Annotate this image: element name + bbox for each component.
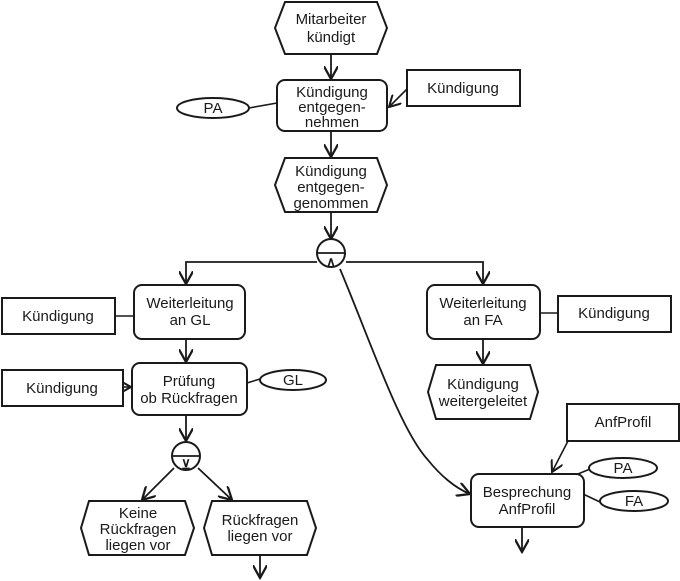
event-mitarbeiter-kuendigt[interactable]: Mitarbeiter kündigt — [273, 0, 389, 55]
function-label: Weiterleitung — [439, 295, 526, 312]
event-label: Kündigung — [447, 376, 519, 393]
xor-operator-icon: ⊻ — [181, 457, 191, 472]
document-label: AnfProfil — [595, 414, 652, 431]
function-label: Weiterleitung — [146, 295, 233, 312]
document-kuendigung-3[interactable]: Kündigung — [1, 369, 124, 407]
event-label: Mitarbeiter — [296, 11, 367, 28]
org-unit-label: PA — [204, 100, 223, 117]
event-label: Rückfragen — [222, 512, 299, 529]
assoc-doc5 — [552, 440, 569, 472]
function-pruefung-rueckfragen[interactable]: Prüfung ob Rückfragen — [131, 362, 248, 416]
event-label: weitergeleitet — [438, 393, 528, 410]
event-label: Kündigung — [295, 163, 367, 180]
function-label: AnfProfil — [499, 501, 556, 518]
edge-and-to-gl — [186, 261, 317, 284]
function-label: Kündigung — [296, 84, 368, 101]
assoc-pa1 — [248, 102, 278, 109]
function-kuendigung-entgegennehmen[interactable]: Kündigung entgegen- nehmen — [276, 79, 388, 132]
event-label: Keine — [119, 505, 157, 522]
edge-and-to-besprechung — [339, 268, 470, 494]
document-kuendigung-1[interactable]: Kündigung — [406, 69, 521, 107]
and-operator-icon: ∧ — [326, 254, 336, 269]
org-unit-gl[interactable]: GL — [259, 369, 327, 391]
function-label: nehmen — [305, 114, 359, 131]
document-anfprofil[interactable]: AnfProfil — [566, 403, 680, 442]
document-label: Kündigung — [22, 308, 94, 325]
event-label: kündigt — [307, 29, 356, 46]
event-keine-rueckfragen[interactable]: Keine Rückfragen liegen vor — [79, 500, 196, 556]
function-label: entgegen- — [298, 99, 366, 116]
assoc-doc1 — [389, 88, 408, 107]
event-rueckfragen-liegen-vor[interactable]: Rückfragen liegen vor — [202, 500, 318, 556]
document-label: Kündigung — [26, 380, 98, 397]
function-weiterleitung-gl[interactable]: Weiterleitung an GL — [133, 284, 246, 340]
document-kuendigung-4[interactable]: Kündigung — [557, 295, 672, 333]
org-unit-pa-1[interactable]: PA — [176, 97, 250, 119]
org-unit-label: FA — [625, 493, 643, 510]
assoc-pa2 — [577, 468, 591, 475]
assoc-gl — [246, 378, 261, 384]
document-label: Kündigung — [427, 80, 499, 97]
event-label: entgegen- — [297, 179, 365, 196]
event-kuendigung-weitergeleitet[interactable]: Kündigung weitergeleitet — [426, 364, 540, 420]
document-kuendigung-2[interactable]: Kündigung — [1, 297, 116, 335]
edge-and-to-fa — [346, 261, 483, 284]
org-unit-pa-2[interactable]: PA — [588, 457, 658, 479]
edge-xor-to-rueckfragen — [197, 467, 232, 500]
event-label: Rückfragen — [100, 521, 177, 538]
event-label: liegen vor — [227, 528, 292, 545]
connector-xor[interactable]: ⊻ — [171, 441, 201, 472]
function-label: Besprechung — [483, 484, 571, 501]
function-label: Prüfung — [163, 373, 216, 390]
edge-xor-to-keine — [142, 467, 175, 500]
org-unit-fa[interactable]: FA — [599, 490, 669, 512]
org-unit-label: PA — [614, 460, 633, 477]
function-weiterleitung-fa[interactable]: Weiterleitung an FA — [426, 284, 541, 340]
function-label: ob Rückfragen — [140, 390, 238, 407]
function-label: an FA — [463, 312, 502, 329]
org-unit-label: GL — [283, 372, 303, 389]
control-flow-edges — [142, 54, 522, 578]
function-label: an GL — [170, 312, 211, 329]
document-label: Kündigung — [578, 305, 650, 322]
event-kuendigung-entgegengenommen[interactable]: Kündigung entgegen- genommen — [273, 157, 389, 213]
connector-and[interactable]: ∧ — [316, 238, 346, 269]
assoc-fa — [582, 493, 601, 503]
event-label: liegen vor — [105, 537, 170, 554]
function-besprechung-anfprofil[interactable]: Besprechung AnfProfil — [470, 473, 585, 528]
associations — [115, 88, 601, 503]
event-label: genommen — [293, 195, 368, 212]
